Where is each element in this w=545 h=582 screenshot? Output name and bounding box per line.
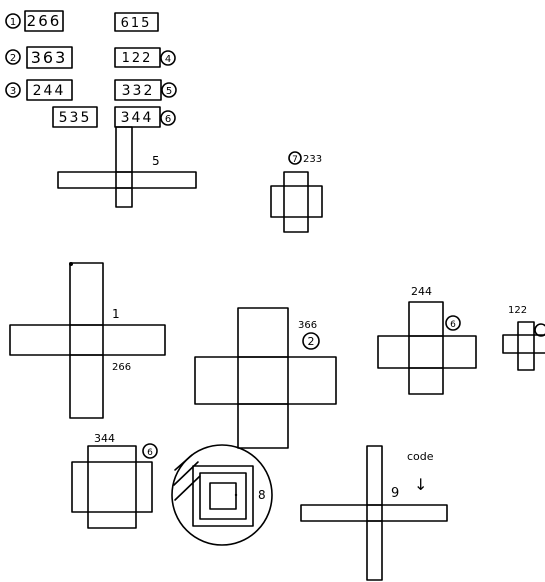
row-4-value-b: 344: [121, 110, 154, 126]
down-arrow-icon: ↓: [414, 475, 427, 494]
code-text: code: [407, 450, 434, 463]
row-4-suffix: 6: [165, 114, 171, 125]
cross-shape-5: 5: [58, 127, 196, 207]
label-122: 122: [508, 305, 527, 316]
cross-shape-6b: 344 6: [72, 432, 157, 528]
row-3-suffix: 5: [166, 86, 172, 97]
row-1-index: 1: [10, 17, 16, 28]
label-366: 366: [298, 320, 317, 331]
legend-table: 1 266 615 2 363 122 4 3 244 332 5 535 34…: [6, 11, 176, 127]
label-5: 5: [152, 154, 160, 168]
cross-shape-6a: 244 6: [378, 285, 476, 394]
cross-shape-122: 122: [503, 305, 545, 370]
label-1: 1: [112, 307, 120, 321]
row-1-value-b: 615: [121, 16, 152, 31]
cross-shape-2: 366 2: [195, 308, 336, 448]
label-7-value: 233: [303, 154, 322, 165]
label-9: 9: [391, 486, 399, 501]
label-6b: 6: [147, 448, 153, 458]
label-266: 266: [112, 362, 131, 373]
label-244: 244: [411, 285, 432, 298]
row-1-value-a: 266: [27, 12, 62, 30]
label-6a: 6: [450, 320, 456, 330]
cross-shape-7: 7 233: [271, 152, 322, 232]
row-3-index: 3: [10, 86, 16, 97]
label-8: 8: [258, 488, 266, 502]
cross-shape-1: 1 266: [10, 262, 165, 418]
row-2-value-b: 122: [122, 51, 153, 66]
label-344: 344: [94, 432, 115, 445]
row-2-value-a: 363: [31, 48, 68, 67]
row-3-value-b: 332: [122, 83, 155, 99]
row-3-value-a: 244: [33, 83, 66, 99]
row-2-suffix: 4: [165, 54, 171, 65]
code-annotation: code ↓: [407, 450, 434, 494]
nested-squares-8: 8: [172, 445, 272, 545]
row-4-value-a: 535: [59, 110, 92, 126]
row-2-index: 2: [10, 53, 16, 64]
label-2: 2: [308, 335, 315, 348]
cross-shape-9: 9: [301, 446, 447, 580]
label-7-index: 7: [292, 155, 298, 165]
